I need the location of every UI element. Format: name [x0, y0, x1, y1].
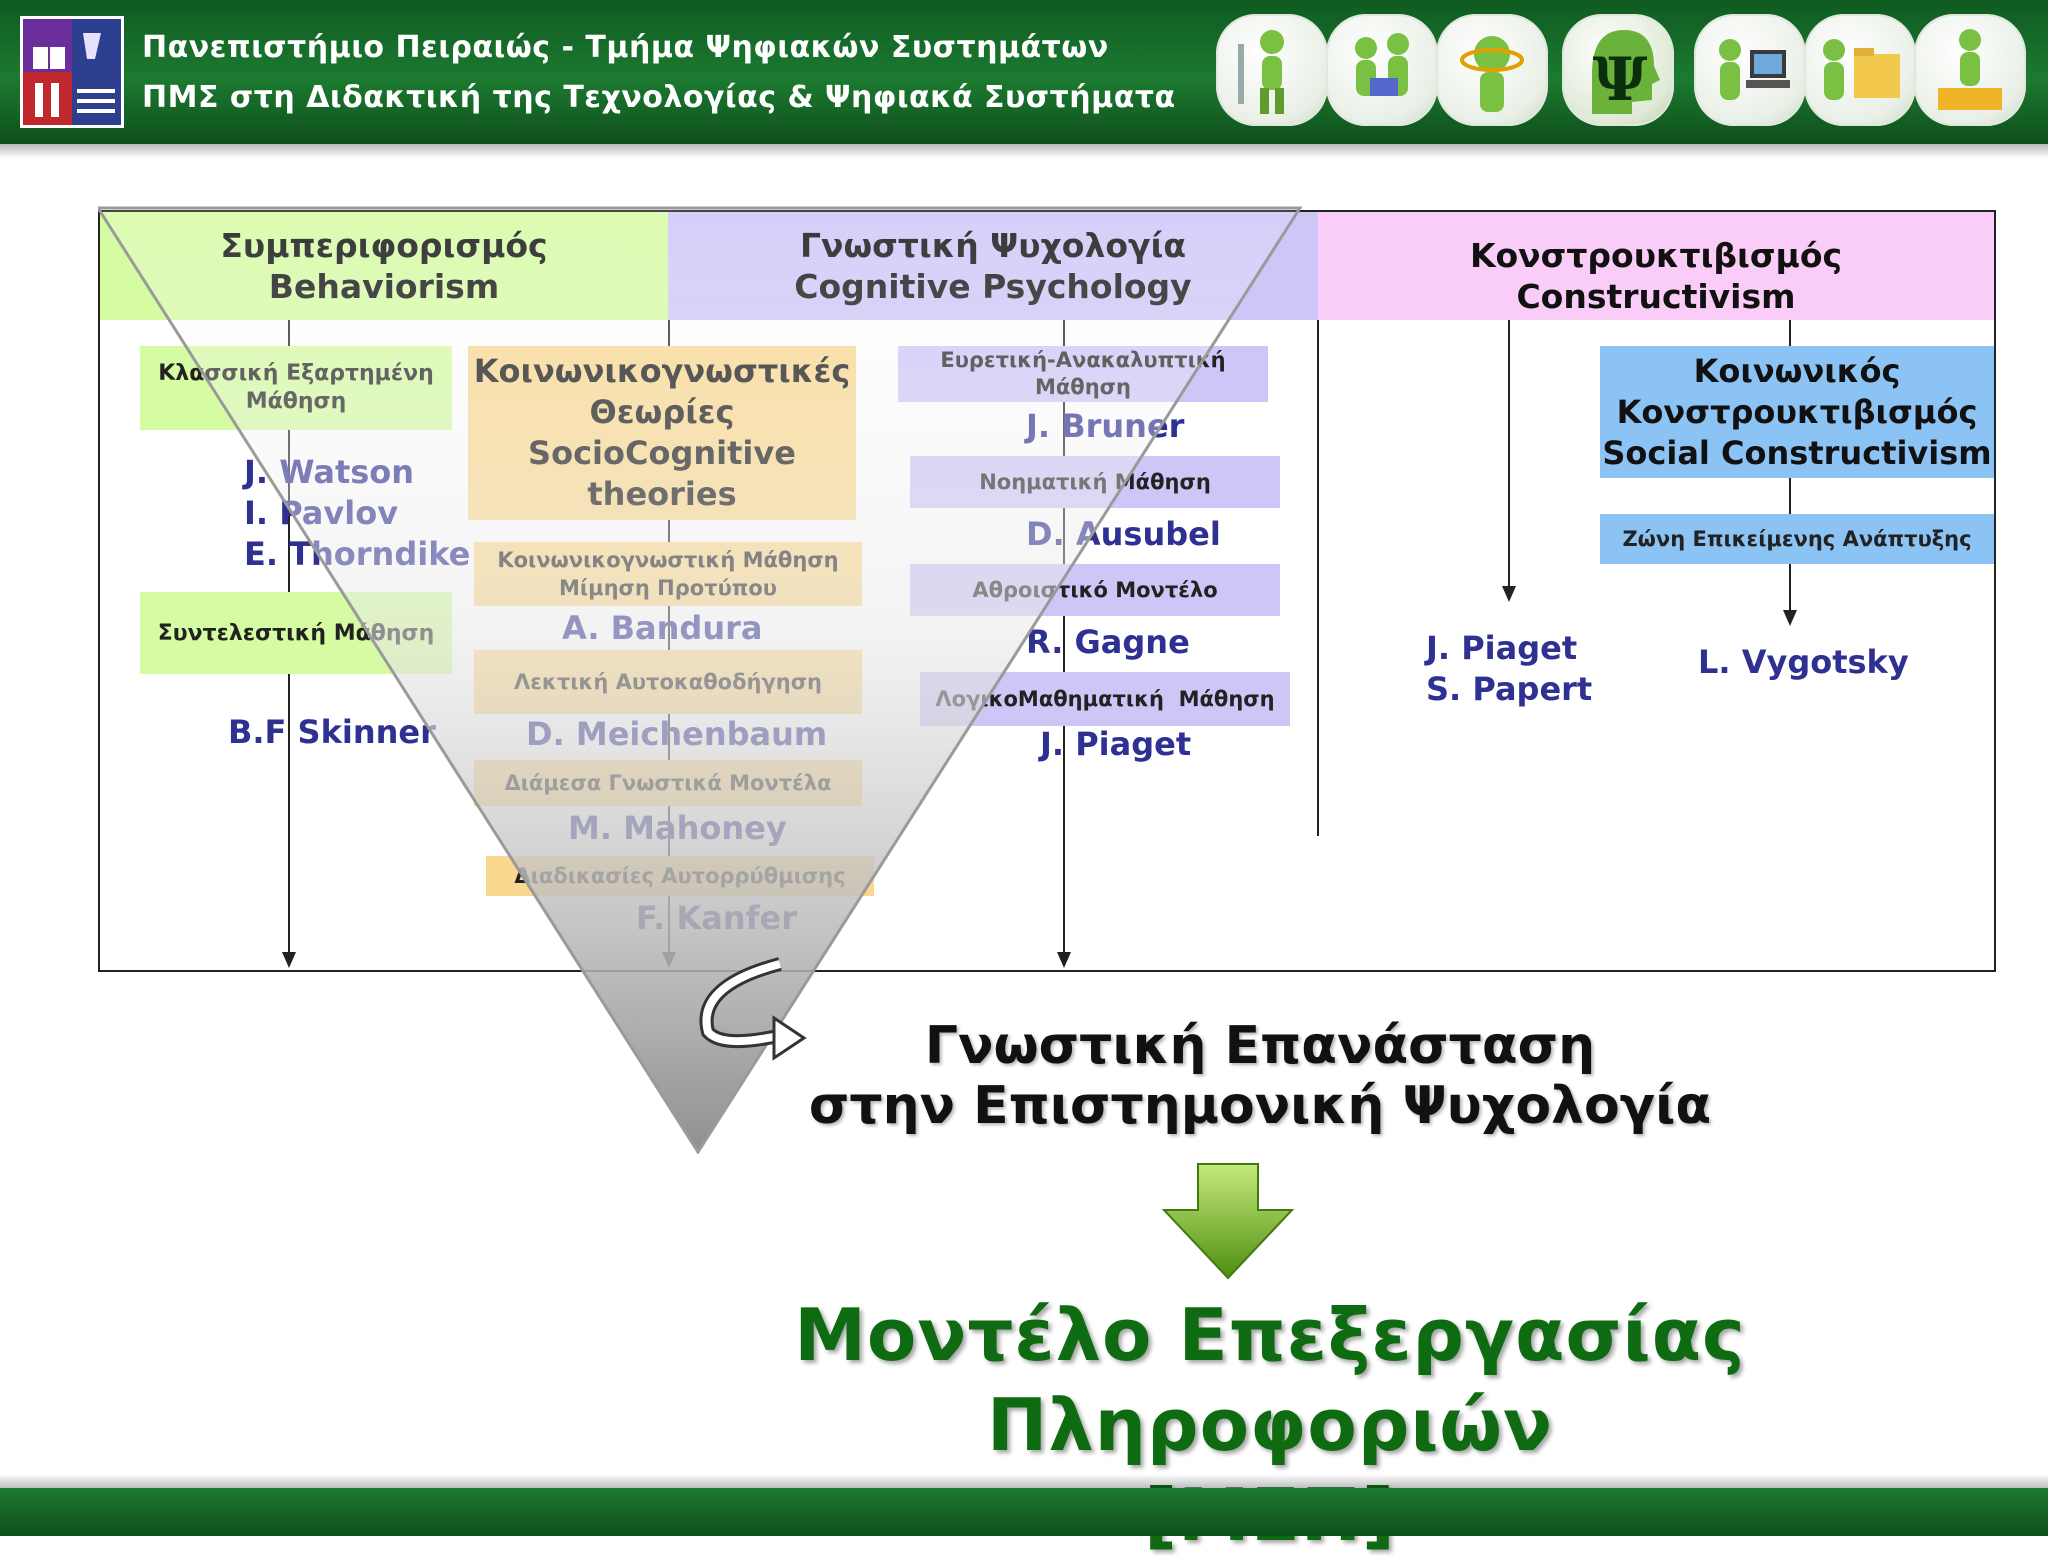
revolution-line1: Γνωστική Επανάσταση [924, 1016, 1596, 1076]
sociocognitive-theories-box: Κοινωνικογνωστικές Θεωρίες SocioCognitiv… [468, 346, 856, 520]
name-piaget-cognitive: J. Piaget [1040, 725, 1192, 763]
cumulative-model-box: Αθροιστικό Μοντέλο [910, 564, 1280, 616]
behaviorism-arrowhead [282, 952, 296, 968]
down-arrow-icon [1161, 1163, 1295, 1280]
social-constr-line3: Social Constructivism [1602, 433, 1992, 472]
name-gagne: R. Gagne [1026, 623, 1190, 661]
sociocognitive-arrowhead [662, 952, 676, 968]
name-bandura: A. Bandura [562, 609, 763, 647]
information-processing-model-text: Μοντέλο Επεξεργασίας Πληροφοριών [ΜΕΠ] [520, 1290, 2020, 1560]
verbal-self-instruction-box: Λεκτική Αυτοκαθοδήγηση [474, 650, 862, 714]
cognitive-revolution-text: Γνωστική Επανάσταση στην Επιστημονική Ψυ… [780, 1016, 1740, 1136]
model-line1: Μοντέλο Επεξεργασίας Πληροφοριών [794, 1293, 1746, 1467]
constructivism-header: Κονστρουκτιβισμός Constructivism [1318, 212, 1994, 320]
psi-head-icon: Ψ [1562, 14, 1674, 126]
constructivism-divider [1317, 320, 1319, 836]
classical-box-line2: Μάθηση [245, 389, 347, 414]
header-shadow [0, 144, 2048, 158]
name-pavlov: I. Pavlov [244, 494, 399, 532]
figures-reading-icon [1326, 14, 1438, 126]
name-vygotsky: L. Vygotsky [1698, 643, 1909, 681]
operant-conditioning-box: Συντελεστική Μάθηση [140, 592, 452, 674]
header-program: ΠΜΣ στη Διδακτική της Τεχνολογίας & Ψηφι… [142, 80, 1176, 115]
sociocog-box-line4: theories [587, 475, 737, 513]
logicomathematical-learning-box: ΛογικοΜαθηματική Μάθηση [920, 672, 1290, 726]
sociocog-box-line1: Κοινωνικογνωστικές [473, 352, 851, 390]
behaviorism-title-en: Behaviorism [268, 267, 500, 306]
name-meichenbaum: D. Meichenbaum [526, 715, 828, 753]
cognitive-title-en: Cognitive Psychology [794, 267, 1192, 306]
footer-shadow [0, 1474, 2048, 1488]
self-regulation-processes-box: Διαδικασίες Αυτορρύθμισης [486, 856, 874, 896]
name-thorndike: E. Thorndike [244, 535, 471, 573]
header-university: Πανεπιστήμιο Πειραιώς - Τμήμα Ψηφιακών Σ… [142, 30, 1109, 65]
social-cognitive-learning-box: Κοινωνικογνωστική Μάθηση Μίμηση Προτύπου [474, 542, 862, 606]
sociocog-box-line2: Θεωρίες [589, 393, 735, 431]
name-bruner: J. Bruner [1026, 407, 1185, 445]
name-mahoney: M. Mahoney [568, 809, 787, 847]
discovery-line2: Μάθηση [1034, 375, 1131, 399]
figure-puzzle-icon [1914, 14, 2026, 126]
svg-text:Ψ: Ψ [1593, 45, 1648, 115]
classical-conditioning-box: Κλασσική Εξαρτημένη Μάθηση [140, 346, 452, 430]
header-bar: Πανεπιστήμιο Πειραιώς - Τμήμα Ψηφιακών Σ… [0, 0, 2048, 144]
figure-thinking-icon [1436, 14, 1548, 126]
constructivism-title-en: Constructivism [1516, 277, 1796, 316]
behaviorism-header: Συμπεριφορισμός Behaviorism [100, 212, 668, 320]
name-piaget: J. Piaget [1426, 629, 1578, 667]
piaget-line [1508, 320, 1510, 586]
header-icon-strip: Ψ [1216, 14, 2036, 130]
sociocog-box-line3: SocioCognitive [528, 434, 796, 472]
name-ausubel: D. Ausubel [1026, 515, 1221, 553]
classical-box-line1: Κλασσική Εξαρτημένη [158, 361, 434, 386]
discovery-learning-box: Ευρετική-Ανακαλυπτική Μάθηση [898, 346, 1268, 402]
name-papert: S. Papert [1426, 670, 1593, 708]
zpd-box: Ζώνη Επικείμενης Ανάπτυξης [1600, 514, 1994, 564]
university-logo [20, 16, 124, 128]
revolution-line2: στην Επιστημονική Ψυχολογία [808, 1076, 1712, 1136]
vygotsky-arrowhead [1783, 610, 1797, 626]
cognitive-header: Γνωστική Ψυχολογία Cognitive Psychology [668, 212, 1318, 320]
cognitive-title-gr: Γνωστική Ψυχολογία [799, 226, 1187, 265]
name-kanfer: F. Kanfer [636, 899, 798, 937]
footer-bar [0, 1488, 2048, 1536]
mediating-cognitive-models-box: Διάμεσα Γνωστικά Μοντέλα [474, 760, 862, 806]
social-constr-line2: Κονστρουκτιβισμός [1616, 392, 1978, 431]
social-constr-line1: Κοινωνικός [1693, 351, 1901, 390]
cognitive-arrowhead [1057, 952, 1071, 968]
behaviorism-title-gr: Συμπεριφορισμός [220, 226, 548, 265]
meaningful-learning-box: Νοηματική Μάθηση [910, 456, 1280, 508]
discovery-line1: Ευρετική-Ανακαλυπτική [940, 348, 1226, 372]
name-watson: J. Watson [244, 453, 415, 491]
piaget-arrowhead [1502, 586, 1516, 602]
social-learning-line1: Κοινωνικογνωστική Μάθηση [497, 548, 839, 572]
social-constructivism-box: Κοινωνικός Κονστρουκτιβισμός Social Cons… [1600, 346, 1994, 478]
figure-teaching-icon [1216, 14, 1328, 126]
constructivism-title-gr: Κονστρουκτιβισμός [1469, 236, 1843, 275]
figure-folder-icon [1804, 14, 1916, 126]
name-skinner: B.F Skinner [228, 713, 436, 751]
figure-computer-icon [1694, 14, 1806, 126]
social-learning-line2: Μίμηση Προτύπου [559, 576, 777, 600]
